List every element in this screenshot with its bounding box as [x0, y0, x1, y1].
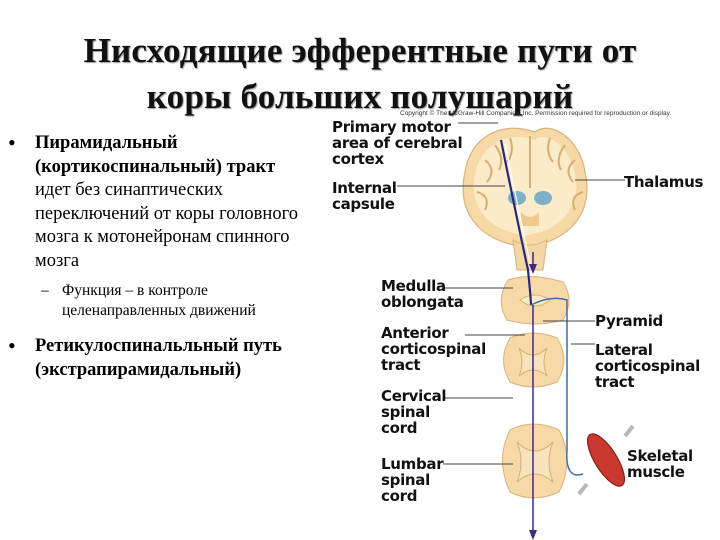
bullet-pyramidal-bold: Пирамидальный (кортикоспинальный) тракт [35, 133, 276, 177]
label-skeletal-muscle: Skeletal muscle [627, 447, 693, 481]
bullet-reticulospinal-bold: Ретикулоспинальльный путь (экстрапирамид… [35, 336, 282, 380]
bullet-dot: • [8, 333, 16, 358]
corticospinal-figure: Primary motor area of cerebral cortex In… [325, 100, 720, 540]
bullet-list: • Пирамидальный (кортикоспинальный) трак… [8, 130, 308, 388]
label-internal-capsule: Internal capsule [332, 179, 397, 213]
subbullet-dash: – [41, 282, 49, 299]
bullet-dot: • [8, 130, 16, 155]
label-cervical-cord: Cervical spinal cord [381, 387, 447, 437]
leader-lines [397, 122, 625, 465]
label-lumbar-cord: Lumbar spinal cord [381, 455, 444, 505]
bullet-pyramidal: • Пирамидальный (кортикоспинальный) трак… [8, 130, 308, 273]
lumbar-cord-section [502, 423, 568, 499]
anatomy-illustration [397, 122, 635, 540]
title-line-1: Нисходящие эфферентные пути от [83, 31, 637, 70]
brain-section [462, 127, 588, 271]
label-pyramid: Pyramid [595, 312, 663, 330]
label-lateral-tract: Lateral corticospinal tract [595, 341, 700, 391]
corticospinal-pathway [499, 139, 584, 540]
label-anterior-tract: Anterior corticospinal tract [381, 324, 486, 374]
label-medulla: Medulla oblongata [381, 277, 464, 311]
skeletal-muscle [577, 424, 635, 496]
label-primary-motor: Primary motor area of cerebral cortex [332, 118, 463, 168]
slide-title: Нисходящие эфферентные пути от коры боль… [0, 28, 720, 120]
subbullet-function-text: Функция – в контроле целенаправленных дв… [62, 282, 256, 319]
subbullet-function: – Функция – в контроле целенаправленных … [8, 281, 308, 321]
bullet-reticulospinal: • Ретикулоспинальльный путь (экстрапирам… [8, 333, 308, 382]
label-thalamus: Thalamus [624, 173, 704, 191]
medulla-section [500, 276, 570, 325]
bullet-pyramidal-text: идет без синаптических переключений от к… [35, 180, 298, 271]
figure-copyright: Copyright © The McGraw-Hill Companies, I… [400, 110, 672, 117]
title-line-2: коры больших полушарий [146, 77, 574, 116]
